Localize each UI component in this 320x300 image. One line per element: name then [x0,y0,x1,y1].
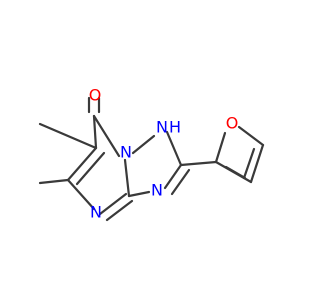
carbonyl-oxygen-label: O [89,86,102,105]
molecule-canvas: O O N H N N N [38,85,265,222]
bond-c7-c6 [92,114,98,150]
bond-furan-c3-c2-double [224,165,247,180]
bond-c5-n4 [66,178,96,211]
bond-n3-c3a [127,190,151,198]
bridge-nitrogen-label: N [120,143,132,162]
bond-c2-n3-double-a [163,163,183,190]
bond-c3a-n8 [123,158,131,198]
triazole-nitrogen-label: N [151,181,163,200]
bond-n8-n1 [131,134,156,155]
nh-hydrogen-label: H [169,118,181,137]
bond-n4-c3a-double [105,199,134,222]
bond-furan-o-c5 [237,125,265,147]
structure-diagram: O O N H N N N [38,86,265,222]
nh-nitrogen-label: N [156,118,168,137]
bond-c6-c5-double-b [75,151,106,186]
bond-furan-c5-c4-double-b [242,147,256,180]
bond-n4-c3a [98,192,128,216]
ring-nitrogen-label: N [90,203,102,222]
bond-n8-c7 [92,114,121,158]
bond-c2-furan [179,160,218,167]
bond-c6-methyl [38,122,98,150]
bond-c2-n3-double-b [170,168,191,196]
bond-furan-c2-o [214,131,227,164]
bond-c6-c5-double-a [66,146,98,182]
furan-oxygen-label: O [226,114,239,133]
bond-n1-c2 [165,130,183,167]
bond-furan-c5-c4-double-a [249,143,265,184]
bond-c5-methyl [38,178,70,185]
